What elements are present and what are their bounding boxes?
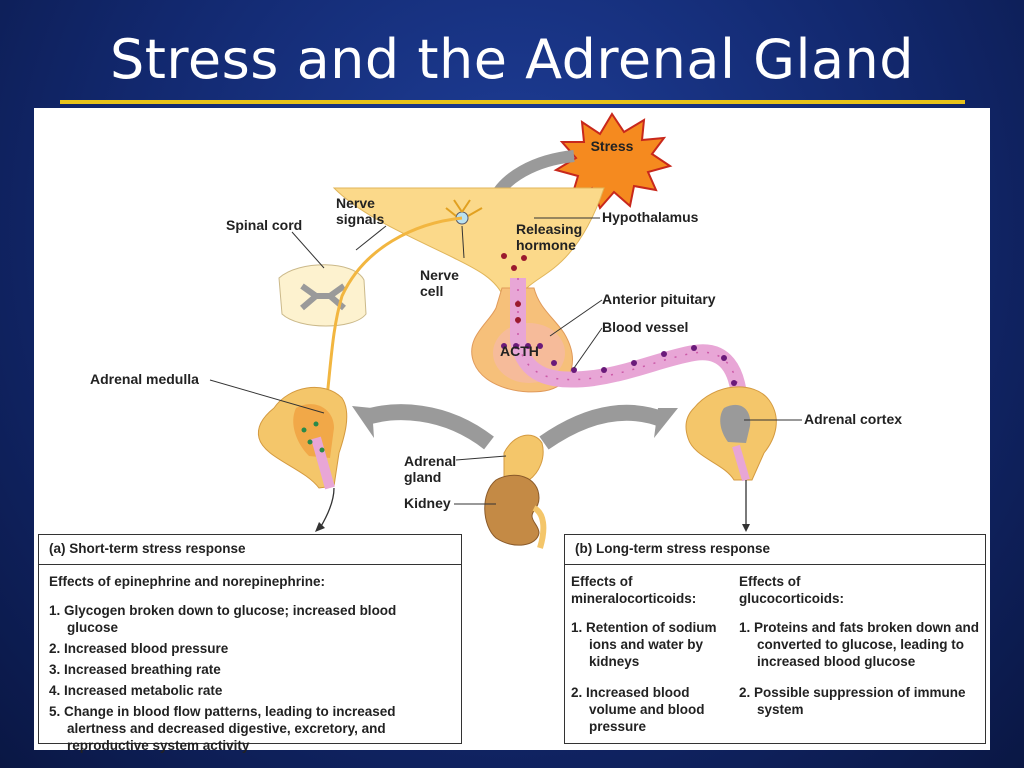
diagram-illustration: Stress [90, 112, 902, 549]
adrenal-gland-label-1: Adrenal [404, 453, 456, 469]
glucocorticoids-column: Effects of glucocorticoids: 1. Proteins … [739, 573, 983, 732]
nerve-cell-label-1: Nerve [420, 267, 459, 283]
anterior-pituitary-label: Anterior pituitary [602, 291, 716, 307]
title-underline [60, 100, 965, 104]
diagram-panel: Stress [34, 108, 990, 753]
mineralocorticoids-column: Effects of mineralocorticoids: 1. Retent… [571, 573, 733, 749]
list-item: 3. Increased breathing rate [49, 662, 221, 677]
nerve-signals-label-2: signals [336, 211, 384, 227]
short-term-box: (a) Short-term stress response Effects o… [38, 534, 462, 753]
mineralo-title-2: mineralocorticoids: [571, 591, 697, 606]
nerve-cell-label-2: cell [420, 283, 443, 299]
gluco-title-2: glucocorticoids: [739, 591, 845, 606]
short-term-heading: (a) Short-term stress response [39, 535, 461, 565]
stress-starburst [553, 112, 673, 210]
list-item: 1. Glycogen broken down to glucose; incr… [49, 603, 397, 635]
adrenal-cortex-label: Adrenal cortex [804, 411, 902, 427]
adrenal-medulla-label: Adrenal medulla [90, 371, 199, 387]
nerve-signals-label-1: Nerve [336, 195, 375, 211]
short-term-list: 1. Glycogen broken down to glucose; incr… [49, 602, 451, 754]
gluco-title-1: Effects of [739, 574, 801, 589]
nerve-path [322, 216, 463, 409]
list-item: 1. Proteins and fats broken down and con… [739, 620, 980, 669]
acth-label: ACTH [500, 343, 539, 359]
mineralo-title-1: Effects of [571, 574, 633, 589]
long-term-box: (b) Long-term stress response Effects of… [564, 534, 986, 744]
blood-vessel-label: Blood vessel [602, 319, 688, 335]
adrenal-gland-label-2: gland [404, 469, 441, 485]
long-term-heading: (b) Long-term stress response [565, 535, 985, 565]
kidney-label: Kidney [404, 495, 451, 511]
short-term-subheading: Effects of epinephrine and norepinephrin… [49, 574, 326, 589]
list-item: 2. Increased blood pressure [49, 641, 229, 656]
hypothalamus-label: Hypothalamus [602, 209, 699, 225]
releasing-hormone-label-1: Releasing [516, 221, 582, 237]
adrenal-gland-shape [503, 434, 544, 481]
list-item: 5. Change in blood flow patterns, leadin… [49, 704, 396, 753]
list-item: 1. Retention of sodium ions and water by… [571, 620, 717, 669]
slide-title: Stress and the Adrenal Gland [109, 28, 915, 91]
spinal-cord-label: Spinal cord [226, 217, 302, 233]
list-item: 2. Possible suppression of immune system [739, 685, 966, 717]
stress-label: Stress [591, 138, 634, 154]
list-item: 4. Increased metabolic rate [49, 683, 223, 698]
kidney-shape [484, 474, 540, 546]
releasing-hormone-label-2: hormone [516, 237, 576, 253]
list-item: 2. Increased blood volume and blood pres… [571, 685, 705, 734]
